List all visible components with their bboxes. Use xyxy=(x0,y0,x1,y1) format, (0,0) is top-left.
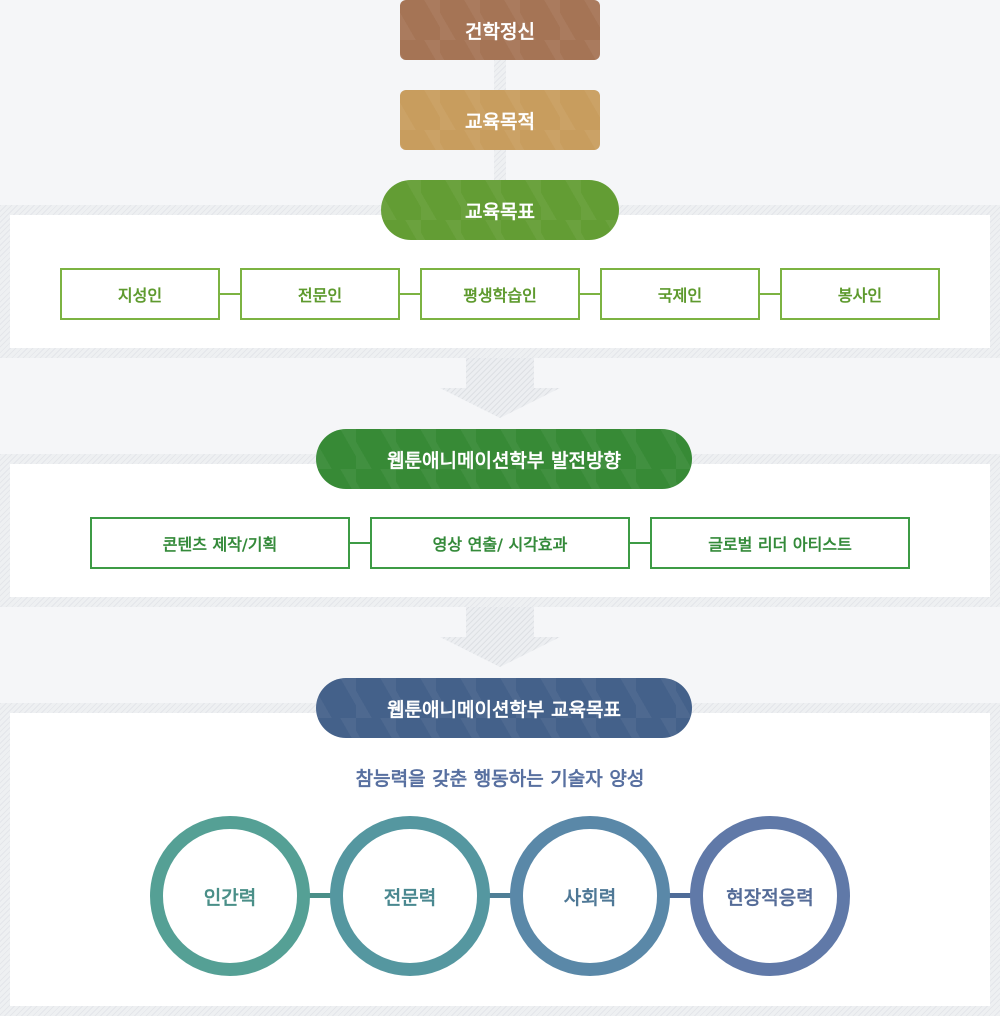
goal-item: 평생학습인 xyxy=(420,268,580,320)
dept-goal-panel xyxy=(0,703,1000,1016)
down-arrow-icon xyxy=(440,358,560,418)
connector-line xyxy=(480,893,520,898)
connector-line xyxy=(300,893,340,898)
competency-circle: 인간력 xyxy=(150,816,310,976)
goal-item: 국제인 xyxy=(600,268,760,320)
goal-item: 지성인 xyxy=(60,268,220,320)
competency-circle: 사회력 xyxy=(510,816,670,976)
competency-circle: 전문력 xyxy=(330,816,490,976)
direction-item: 콘텐츠 제작/기획 xyxy=(90,517,350,569)
down-arrow-icon xyxy=(440,607,560,667)
purpose-box: 교육목적 xyxy=(400,90,600,150)
direction-pill: 웹툰애니메이션학부 발전방향 xyxy=(316,429,692,489)
goal-pill: 교육목표 xyxy=(381,180,619,240)
direction-item: 글로벌 리더 아티스트 xyxy=(650,517,910,569)
dept-goal-pill: 웹툰애니메이션학부 교육목표 xyxy=(316,678,692,738)
direction-item: 영상 연출/ 시각효과 xyxy=(370,517,630,569)
spirit-box: 건학정신 xyxy=(400,0,600,60)
dept-goal-subtitle: 참능력을 갖춘 행동하는 기술자 양성 xyxy=(355,768,645,790)
connector-line xyxy=(660,893,700,898)
competency-circle: 현장적응력 xyxy=(690,816,850,976)
goal-item: 봉사인 xyxy=(780,268,940,320)
goal-item: 전문인 xyxy=(240,268,400,320)
